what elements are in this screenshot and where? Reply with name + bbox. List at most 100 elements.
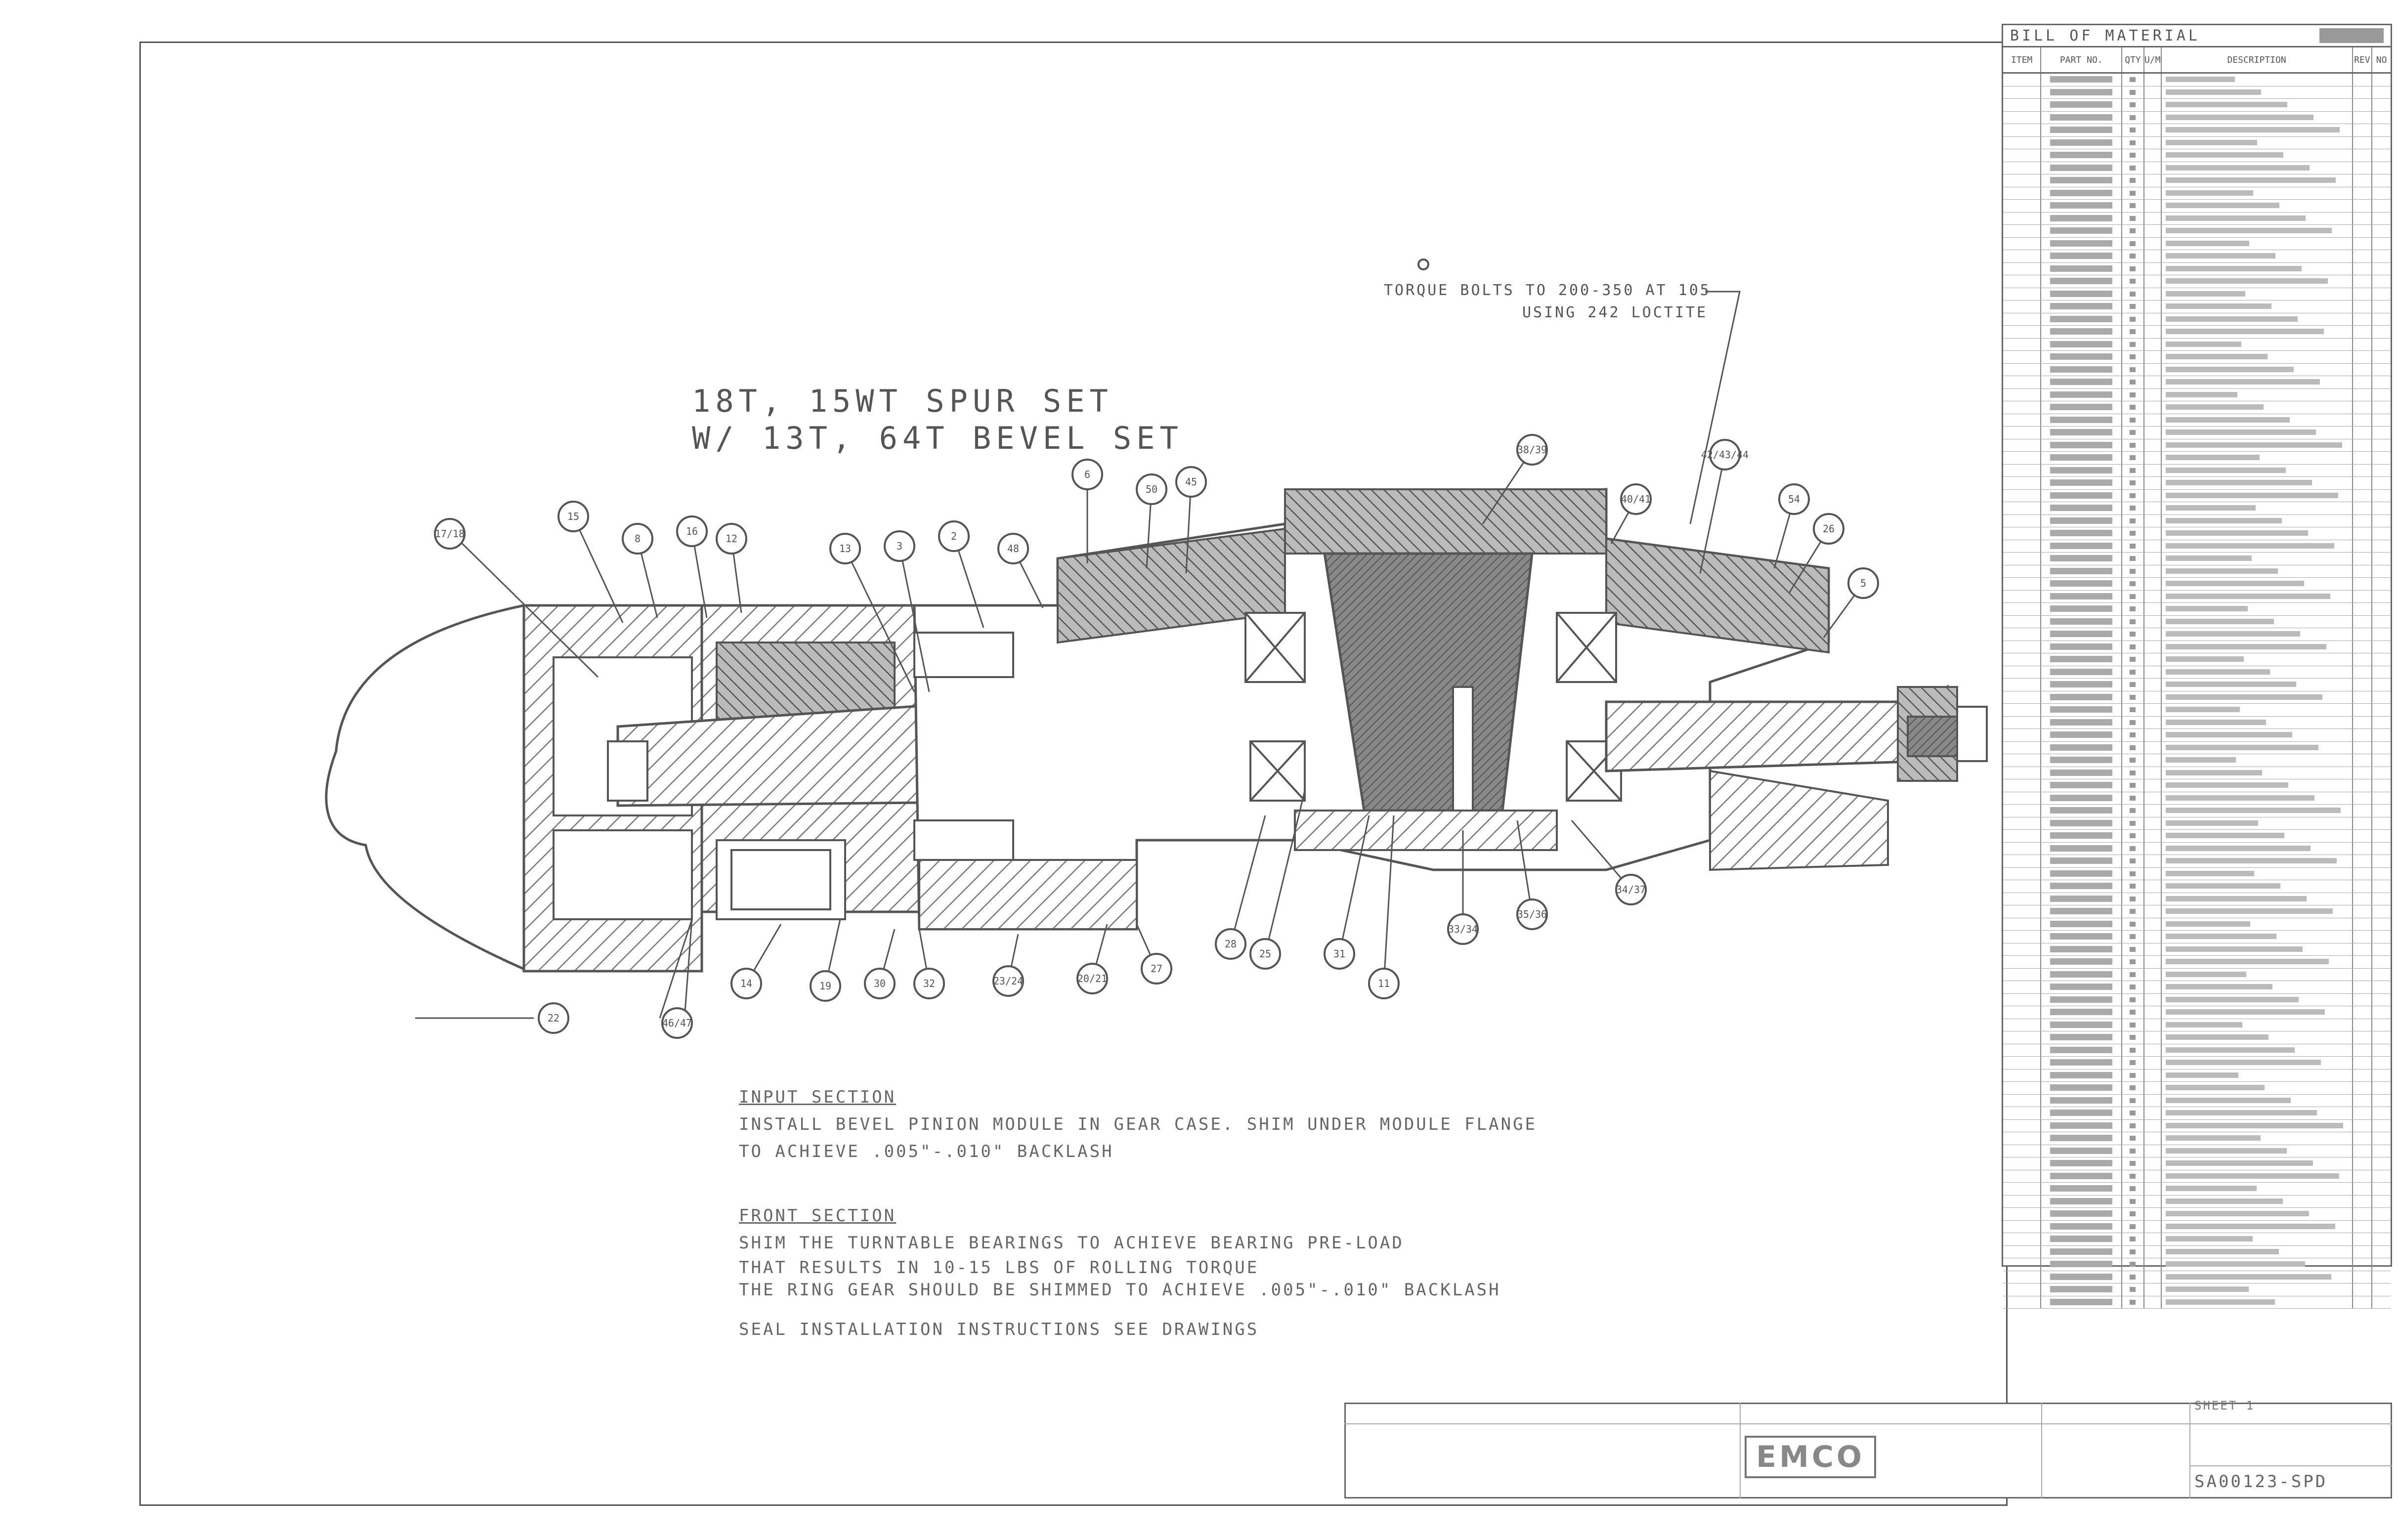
bom-row — [2003, 1170, 2391, 1183]
flag-dot — [1417, 258, 1429, 270]
bom-header-row: ITEM PART NO. QTY U/M DESCRIPTION REV NO — [2003, 47, 2391, 74]
callout-label: 17/18 — [434, 528, 465, 540]
bom-row — [2003, 86, 2391, 99]
callout-label: 5 — [1860, 577, 1867, 589]
bom-row — [2003, 578, 2391, 591]
front-section-heading: FRONT SECTION — [739, 1206, 897, 1226]
callout-label: 26 — [1822, 523, 1835, 535]
bom-row — [2003, 136, 2391, 149]
callout-label: 16 — [685, 525, 698, 537]
callout-label: 19 — [819, 980, 832, 992]
callout-balloon — [676, 515, 708, 547]
callout-label: 32 — [923, 978, 936, 989]
bom-row — [2003, 363, 2391, 376]
bom-row — [2003, 225, 2391, 238]
bom-rows — [2003, 74, 2391, 1309]
bom-row — [2003, 540, 2391, 553]
front-section-line-1: SHIM THE TURNTABLE BEARINGS TO ACHIEVE B… — [739, 1233, 1404, 1253]
bom-row — [2003, 1296, 2391, 1309]
title-block-divider — [1740, 1403, 1741, 1498]
title-block-divider — [2041, 1403, 2042, 1498]
title-block-divider — [2189, 1403, 2190, 1498]
bom-row — [2003, 1069, 2391, 1082]
bom-row — [2003, 1094, 2391, 1107]
output-shaft-end — [1956, 706, 1988, 762]
callout-label: 14 — [740, 978, 753, 989]
callout-balloon — [992, 965, 1024, 997]
bom-row — [2003, 124, 2391, 137]
bom-header-no: NO — [2376, 54, 2387, 65]
bom-row — [2003, 704, 2391, 717]
bom-row — [2003, 300, 2391, 313]
input-section-line-2: TO ACHIEVE .005"-.010" BACKLASH — [739, 1142, 1114, 1161]
bom-row — [2003, 1233, 2391, 1246]
bom-stamp — [2319, 28, 2384, 43]
callout-balloon — [1141, 953, 1172, 984]
callout-balloon — [1249, 938, 1281, 970]
bom-row — [2003, 855, 2391, 868]
callout-label: 3 — [896, 540, 903, 552]
bom-row — [2003, 603, 2391, 616]
bom-row — [2003, 250, 2391, 263]
bom-row — [2003, 817, 2391, 830]
bom-row — [2003, 99, 2391, 112]
callout-label: 54 — [1788, 493, 1800, 505]
callout-label: 23/24 — [993, 975, 1024, 987]
bom-row — [2003, 401, 2391, 414]
bom-row — [2003, 754, 2391, 767]
bom-row — [2003, 1271, 2391, 1283]
bom-row — [2003, 288, 2391, 300]
bom-row — [2003, 1208, 2391, 1221]
bom-row — [2003, 262, 2391, 275]
bom-row — [2003, 968, 2391, 981]
bom-row — [2003, 1006, 2391, 1019]
callout-balloon — [434, 518, 466, 550]
bom-row — [2003, 313, 2391, 326]
bom-header-description: DESCRIPTION — [2162, 47, 2353, 72]
bom-row — [2003, 842, 2391, 855]
bom-row — [2003, 149, 2391, 162]
callout-balloon — [829, 533, 861, 564]
callout-label: 11 — [1377, 978, 1390, 989]
callout-balloon — [622, 523, 653, 555]
bom-row — [2003, 326, 2391, 339]
bom-row — [2003, 1019, 2391, 1031]
callout-label: 30 — [873, 978, 886, 989]
callout-label: 31 — [1333, 948, 1346, 960]
bearings — [913, 612, 1622, 861]
bom-row — [2003, 590, 2391, 603]
callout-balloon — [1709, 439, 1741, 471]
bom-row — [2003, 351, 2391, 364]
callout-balloon — [1368, 968, 1400, 999]
bom-row — [2003, 565, 2391, 578]
callout-balloon — [864, 968, 896, 999]
bom-row — [2003, 439, 2391, 452]
callout-balloon — [1516, 434, 1548, 466]
bom-row — [2003, 918, 2391, 931]
bom-title: BILL OF MATERIAL — [2010, 27, 2200, 44]
bom-row — [2003, 893, 2391, 905]
seal-instruction: SEAL INSTALLATION INSTRUCTIONS SEE DRAWI… — [739, 1320, 1259, 1339]
bom-row — [2003, 615, 2391, 628]
bom-row — [2003, 1031, 2391, 1044]
callout-label: 34/37 — [1616, 884, 1646, 896]
bom-row — [2003, 187, 2391, 200]
callout-balloon — [1324, 938, 1355, 970]
bom-row — [2003, 212, 2391, 225]
callout-balloon — [938, 520, 970, 552]
bom-row — [2003, 792, 2391, 805]
bom-row — [2003, 981, 2391, 994]
bom-header-rev: REV — [2353, 47, 2373, 72]
bom-row — [2003, 1082, 2391, 1095]
bom-row — [2003, 1044, 2391, 1057]
gear-set-note-1: 18T, 15WT SPUR SET — [692, 383, 1113, 419]
bom-row — [2003, 641, 2391, 653]
bill-of-material: BILL OF MATERIAL ITEM PART NO. QTY U/M D… — [2002, 24, 2392, 1309]
gear-set-note-2: W/ 13T, 64T BEVEL SET — [692, 420, 1183, 456]
bom-row — [2003, 741, 2391, 754]
callout-label: 20/21 — [1077, 973, 1108, 984]
bom-row — [2003, 993, 2391, 1006]
bom-row — [2003, 679, 2391, 691]
callout-label: 2 — [950, 530, 957, 542]
